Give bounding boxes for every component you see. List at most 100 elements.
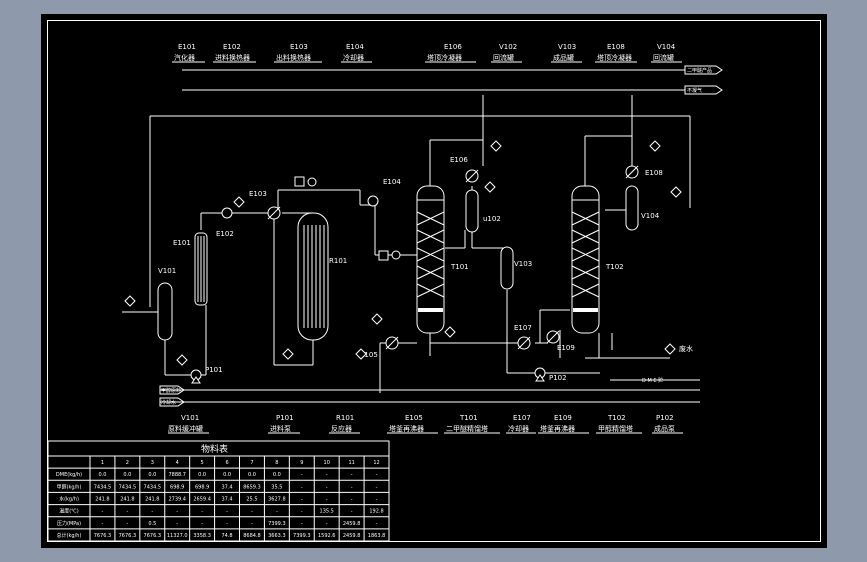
stream-label-feed2: 冷却水 [161, 399, 176, 406]
top-label-name: 成品罐 [553, 53, 574, 62]
exchanger-e102-icon [221, 207, 233, 219]
header-streams [182, 65, 723, 95]
bottom-label-tag: R101 [336, 414, 354, 422]
table-cell: - [201, 521, 203, 527]
table-cell: - [102, 521, 104, 527]
table-cell: 7888.7 [168, 472, 186, 478]
stream-label-wastewater: 废水 [679, 344, 693, 353]
bottom-label-name: 塔釜再沸器 [389, 424, 424, 433]
condenser-e108-icon [625, 165, 639, 179]
table-cell: 甲醇(kg/h) [57, 483, 82, 490]
top-label-tag: V103 [558, 43, 576, 51]
table-cell: - [326, 472, 328, 478]
equipment-tag: E103 [249, 190, 267, 198]
table-cell: 0.0 [248, 472, 256, 478]
top-label-tag: V102 [499, 43, 517, 51]
bottom-label-name: 成品泵 [654, 424, 675, 433]
table-cell: - [376, 472, 378, 478]
stream-label-out1: 二甲醚产品 [687, 67, 712, 74]
instrument-diamond-icons [124, 140, 682, 366]
table-cell: 7399.3 [268, 521, 286, 527]
instrument-box-icons [294, 176, 401, 261]
top-label-tag: E102 [223, 43, 241, 51]
table-cell: 7676.3 [144, 533, 162, 539]
vaporizer-e101-icon [194, 232, 208, 306]
stream-label-util: D M E 贮 [642, 377, 663, 384]
table-cell: 1592.6 [318, 533, 336, 539]
table-header-cell: 10 [324, 460, 330, 466]
top-label-tag: E104 [346, 43, 364, 51]
table-cell: - [151, 509, 153, 515]
equipment-tag: E101 [173, 239, 191, 247]
table-cell: - [226, 509, 228, 515]
table-cell: - [301, 497, 303, 503]
bottom-equipment-labels: V101 原料缓冲罐 P101 进料泵 R101 反应器 E105 塔釜再沸器 … [168, 414, 675, 433]
top-label-name: 塔顶冷凝器 [427, 53, 462, 62]
table-cell: 1863.8 [368, 533, 386, 539]
vessel-v101-icon [157, 282, 173, 341]
equipment-tag: E108 [645, 169, 663, 177]
top-label-name: 回流罐 [653, 53, 674, 62]
bottom-label-name: 反应器 [331, 424, 352, 433]
table-cell: 7434.5 [119, 484, 137, 490]
table-cell: 11327.0 [167, 533, 188, 539]
table-header-cell: 12 [373, 460, 379, 466]
equipment-tag: R101 [329, 257, 347, 265]
table-cell: - [301, 509, 303, 515]
equipment-tag: V103 [514, 260, 532, 268]
top-label-name: 出料换热器 [276, 53, 311, 62]
table-header-cell: 7 [250, 460, 253, 466]
equipment-tag: E106 [450, 156, 468, 164]
table-cell: 192.8 [369, 509, 383, 515]
bottom-label-tag: V101 [181, 414, 199, 422]
table-cell: DME(kg/h) [56, 472, 82, 478]
table-cell: - [102, 509, 104, 515]
material-table-title: 物料表 [201, 443, 228, 455]
bottom-label-name: 进料泵 [270, 424, 291, 433]
bottom-label-name: 二甲醚精馏塔 [446, 424, 488, 433]
table-cell: - [376, 497, 378, 503]
table-header-cell: 9 [300, 460, 303, 466]
reactor-r101-icon [297, 212, 329, 341]
table-cell: 7434.5 [94, 484, 112, 490]
tank-v103-icon [500, 246, 514, 290]
table-cell: - [326, 497, 328, 503]
table-cell: 25.5 [246, 497, 257, 503]
table-cell: 2459.8 [343, 533, 361, 539]
table-cell: 241.8 [145, 497, 159, 503]
table-cell: 温度(℃) [59, 508, 79, 515]
bottom-label-tag: T101 [459, 414, 478, 422]
table-cell: - [351, 484, 353, 490]
equipment-tag: V101 [158, 267, 176, 275]
table-cell: 135.5 [320, 509, 334, 515]
table-cell: - [351, 472, 353, 478]
drum-v104-icon [625, 185, 639, 231]
table-cell: 2459.8 [343, 521, 361, 527]
table-cell: 压力(MPa) [57, 520, 81, 527]
top-label-name: 塔顶冷凝器 [597, 53, 632, 62]
pump-p102-icon [534, 367, 546, 382]
top-label-tag: E101 [178, 43, 196, 51]
top-label-name: 进料换热器 [215, 53, 250, 62]
top-label-name: 冷却器 [343, 53, 364, 62]
table-cell: 0.5 [148, 521, 156, 527]
table-header-cell: 2 [126, 460, 129, 466]
column-t101-icon [416, 185, 445, 334]
top-label-tag: V104 [657, 43, 676, 51]
table-cell: 0.0 [198, 472, 206, 478]
top-equipment-labels: E101 汽化器 E102 进料换热器 E103 出料换热器 E104 冷却器 … [174, 43, 676, 62]
stream-label-feed1: 甲醇原料 [161, 387, 181, 394]
table-cell: 7676.3 [119, 533, 137, 539]
table-cell: 7676.3 [94, 533, 112, 539]
table-cell: 35.5 [271, 484, 282, 490]
table-cell: - [176, 521, 178, 527]
table-cell: - [226, 521, 228, 527]
table-cell: - [326, 521, 328, 527]
table-cell: 8659.3 [243, 484, 261, 490]
table-cell: 241.8 [120, 497, 134, 503]
table-cell: - [301, 521, 303, 527]
equipment-tag: V104 [641, 212, 660, 220]
table-header-cell: 8 [275, 460, 278, 466]
table-cell: 37.4 [221, 484, 232, 490]
